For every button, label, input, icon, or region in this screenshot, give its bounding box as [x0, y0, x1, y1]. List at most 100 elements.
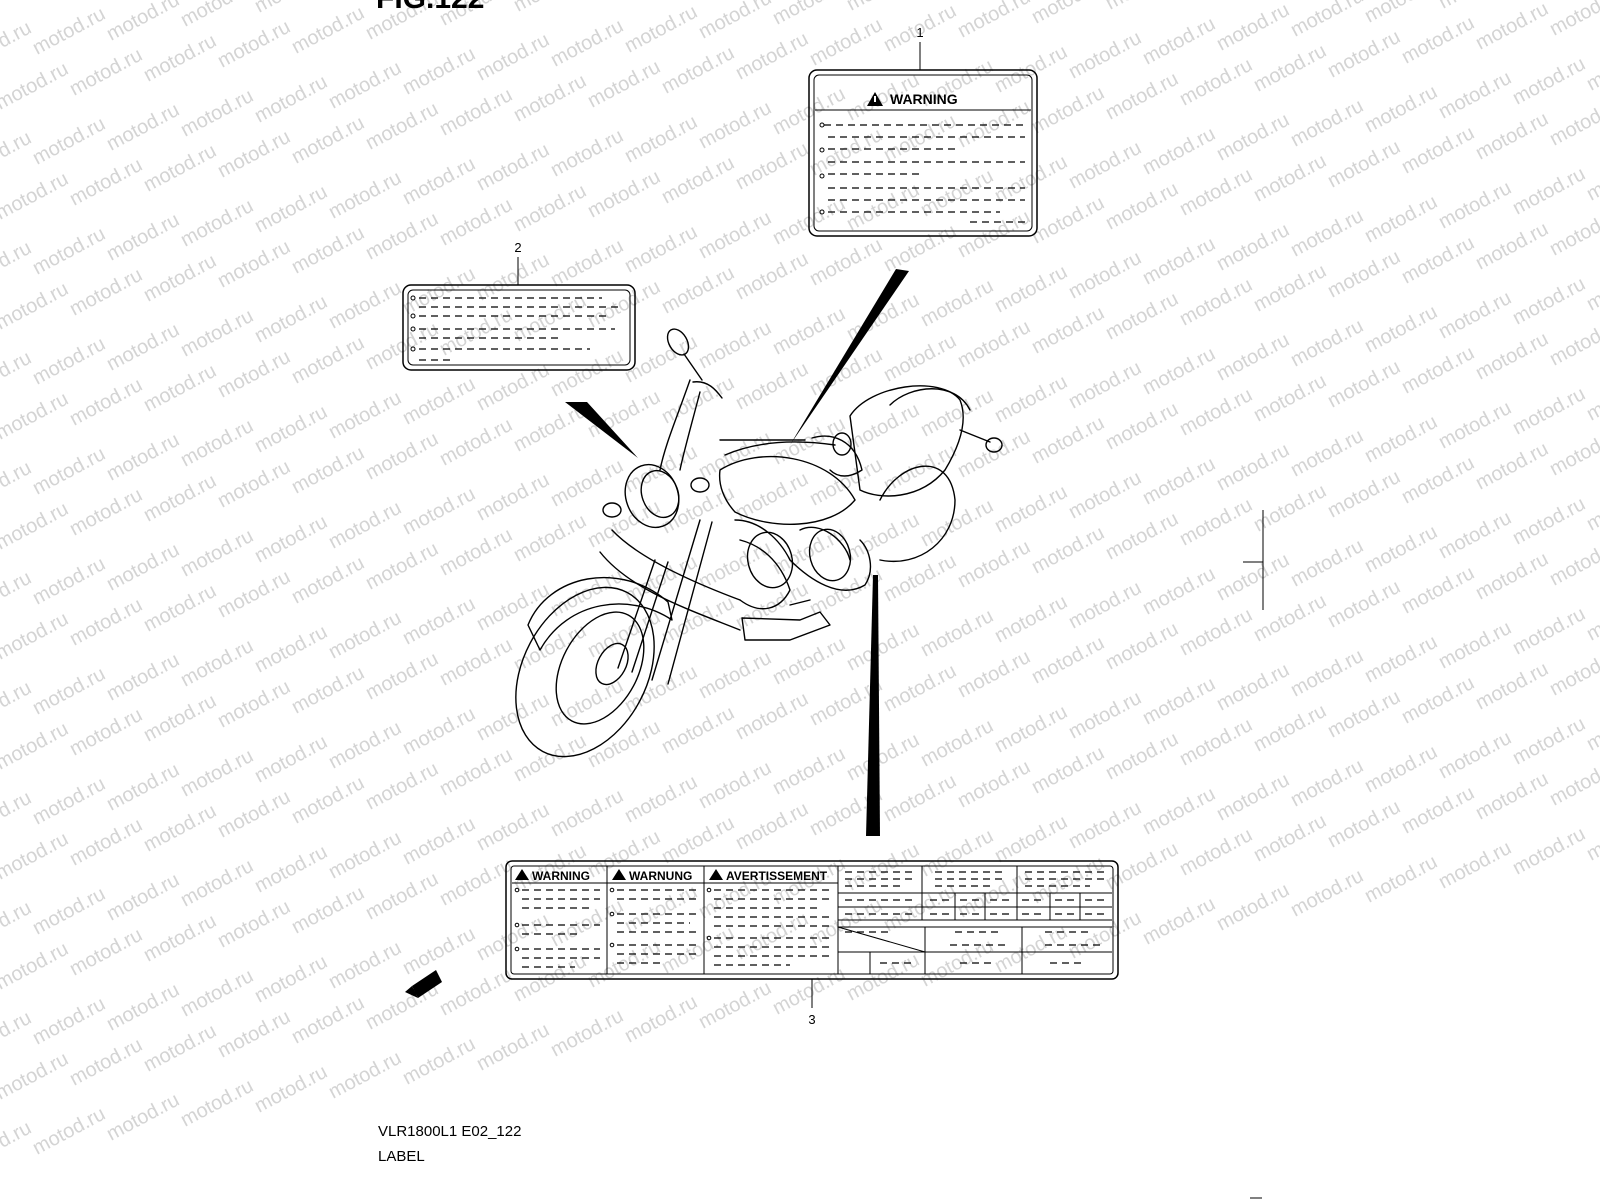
watermark-text: motod.ru	[1176, 714, 1256, 770]
label-3-multilingual-warning[interactable]: WARNING WARNUNG AVERTISSEMENT	[505, 860, 1119, 980]
watermark-text: motod.ru	[1176, 824, 1256, 880]
model-code-caption: VLR1800L1 E02_122	[378, 1123, 522, 1140]
watermark-text: motod.ru	[288, 2, 368, 58]
watermark-text: motod.ru	[1176, 604, 1256, 660]
label-2-caution[interactable]	[402, 284, 636, 371]
watermark-text: motod.ru	[1324, 796, 1404, 852]
watermark-text: motod.ru	[140, 250, 220, 306]
watermark-text: motod.ru	[436, 414, 516, 470]
watermark-text: motod.ru	[29, 3, 109, 59]
watermark-text: motod.ru	[658, 262, 738, 318]
watermark-text: motod.ru	[1287, 425, 1367, 481]
watermark-text: motod.ru	[880, 110, 960, 166]
watermark-text: motod.ru	[177, 855, 257, 911]
watermark-text: motod.ru	[843, 509, 923, 565]
watermark-text: motod.ru	[436, 84, 516, 140]
watermark-text: motod.ru	[0, 17, 35, 73]
label-1-warning[interactable]: WARNING	[808, 69, 1038, 237]
watermark-text: motod.ru	[991, 151, 1071, 207]
watermark-text: motod.ru	[473, 29, 553, 85]
watermark-text: motod.ru	[769, 743, 849, 799]
watermark-text: motod.ru	[991, 701, 1071, 757]
watermark-text: motod.ru	[1435, 0, 1515, 13]
watermark-text: motod.ru	[29, 1103, 109, 1159]
watermark-text: motod.ru	[1361, 741, 1441, 797]
watermark-text: motod.ru	[1546, 644, 1600, 700]
watermark-text: motod.ru	[732, 248, 812, 304]
watermark-text: motod.ru	[991, 591, 1071, 647]
watermark-text: motod.ru	[436, 194, 516, 250]
watermark-text: motod.ru	[1102, 508, 1182, 564]
watermark-text: motod.ru	[0, 828, 72, 884]
watermark-text: motod.ru	[843, 729, 923, 785]
watermark-text: motod.ru	[584, 606, 664, 662]
watermark-text: motod.ru	[1472, 108, 1552, 164]
watermark-text: motod.ru	[547, 565, 627, 621]
watermark-text: motod.ru	[0, 938, 72, 994]
watermark-text: motod.ru	[1176, 384, 1256, 440]
watermark-text: motod.ru	[436, 524, 516, 580]
watermark-text: motod.ru	[103, 979, 183, 1035]
watermark-text: motod.ru	[103, 649, 183, 705]
watermark-text: motod.ru	[1546, 94, 1600, 150]
watermark-text: motod.ru	[917, 165, 997, 221]
watermark-text: motod.ru	[1065, 27, 1145, 83]
watermark-text: motod.ru	[1139, 563, 1219, 619]
watermark-text: motod.ru	[547, 235, 627, 291]
watermark-text: motod.ru	[362, 538, 442, 594]
watermark-text: motod.ru	[140, 360, 220, 416]
watermark-text: motod.ru	[1213, 0, 1293, 55]
watermark-text: motod.ru	[547, 675, 627, 731]
watermark-text: motod.ru	[843, 399, 923, 455]
watermark-text: motod.ru	[880, 550, 960, 606]
watermark-text: motod.ru	[1509, 53, 1589, 109]
watermark-text: motod.ru	[362, 318, 442, 374]
watermark-text: motod.ru	[695, 757, 775, 813]
watermark-text: motod.ru	[103, 869, 183, 925]
watermark-text: motod.ru	[0, 457, 35, 513]
watermark-text: motod.ru	[621, 991, 701, 1047]
watermark-text: motod.ru	[1287, 315, 1367, 371]
watermark-text: motod.ru	[473, 359, 553, 415]
watermark-text: motod.ru	[658, 812, 738, 868]
watermark-text: motod.ru	[29, 223, 109, 279]
watermark-text: motod.ru	[1213, 879, 1293, 935]
watermark-text: motod.ru	[0, 278, 72, 334]
watermark-text: motod.ru	[177, 305, 257, 361]
watermark-text: motod.ru	[0, 0, 72, 4]
watermark-text: motod.ru	[0, 897, 35, 953]
watermark-text: motod.ru	[1250, 150, 1330, 206]
watermark-text: motod.ru	[251, 731, 331, 787]
watermark-text: motod.ru	[251, 1061, 331, 1117]
watermark-text: motod.ru	[621, 441, 701, 497]
watermark-text: motod.ru	[103, 429, 183, 485]
watermark-text: motod.ru	[1028, 632, 1108, 688]
watermark-text: motod.ru	[584, 496, 664, 552]
watermark-text: motod.ru	[1324, 576, 1404, 632]
watermark-text: motod.ru	[1250, 810, 1330, 866]
watermark-text: motod.ru	[732, 28, 812, 84]
watermark-text: motod.ru	[547, 785, 627, 841]
watermark-text: motod.ru	[769, 413, 849, 469]
watermark-text: motod.ru	[140, 30, 220, 86]
watermark-text: motod.ru	[1546, 314, 1600, 370]
watermark-text: motod.ru	[584, 936, 664, 992]
watermark-text: motod.ru	[399, 813, 479, 869]
watermark-text: motod.ru	[917, 825, 997, 881]
watermark-text: motod.ru	[1361, 191, 1441, 247]
watermark-text: motod.ru	[880, 330, 960, 386]
watermark-text: motod.ru	[473, 249, 553, 305]
watermark-text: motod.ru	[288, 772, 368, 828]
watermark-text: motod.ru	[473, 579, 553, 635]
watermark-text: motod.ru	[1472, 328, 1552, 384]
watermark-text: motod.ru	[362, 758, 442, 814]
watermark-text: motod.ru	[658, 42, 738, 98]
watermark-text: motod.ru	[880, 440, 960, 496]
watermark-text: motod.ru	[1472, 658, 1552, 714]
watermark-text: motod.ru	[29, 553, 109, 609]
watermark-text: motod.ru	[1361, 851, 1441, 907]
watermark-text: motod.ru	[251, 71, 331, 127]
watermark-text: motod.ru	[954, 646, 1034, 702]
watermark-text: motod.ru	[954, 756, 1034, 812]
watermark-text: motod.ru	[1435, 507, 1515, 563]
